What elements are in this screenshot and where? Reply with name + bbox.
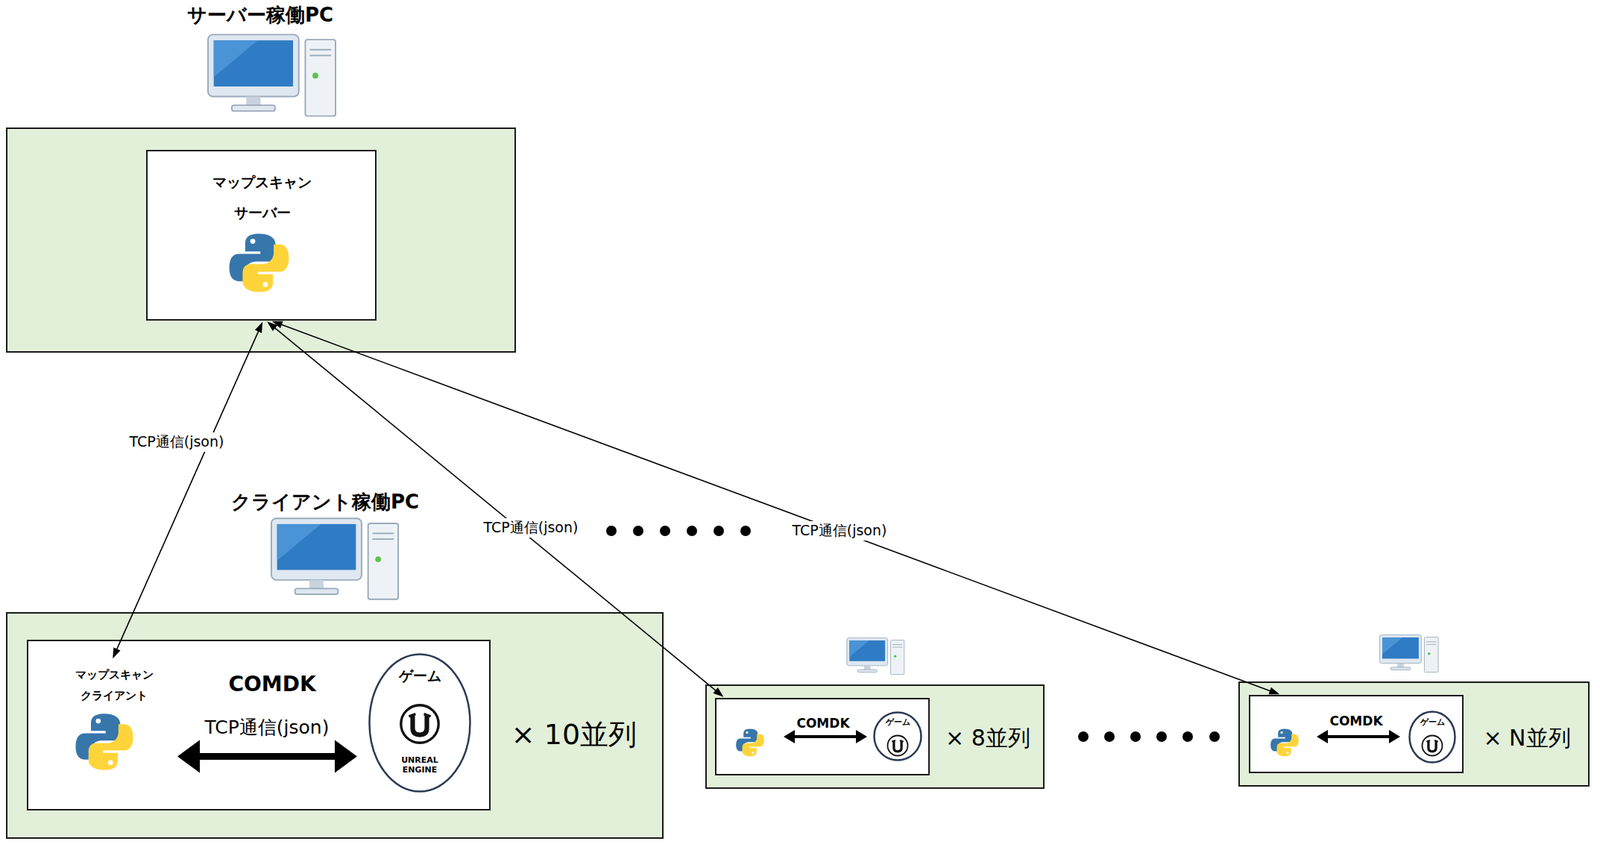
tcp-connector — [177, 739, 358, 773]
parallel-count: × 8並列 — [945, 724, 1031, 752]
tcp-connector — [272, 321, 1281, 695]
comdk-arrow — [783, 729, 868, 744]
edge-label: TCP通信(json) — [202, 715, 332, 740]
edge-label: TCP通信(json) — [790, 521, 890, 541]
node-label: マップスキャン サーバー — [204, 167, 321, 229]
tcp-connector — [112, 322, 263, 659]
unreal-logo — [401, 705, 439, 743]
node-label: COMDK — [1329, 713, 1383, 729]
edge-label: TCP通信(json) — [481, 518, 581, 538]
client-pc-icon — [271, 518, 399, 600]
client-pc-icon — [1379, 634, 1439, 672]
client-pc-region: クライアント稼働PC× 10並列COMDKマップスキャン クライアントゲームUN… — [5, 612, 664, 839]
python-logo — [75, 713, 133, 770]
client-pc-icon — [846, 637, 905, 674]
node-label: ゲーム — [398, 667, 442, 685]
region-heading: サーバー稼働PC — [187, 3, 334, 27]
comdk-arrow — [1316, 729, 1401, 744]
node-label: UNREAL ENGINE — [399, 755, 441, 775]
unreal-logo — [887, 735, 909, 757]
client-pc-region: × N並列 COMDK ゲーム — [1238, 681, 1590, 787]
server-pc-icon — [208, 34, 336, 116]
python-logo — [735, 729, 765, 757]
node-label: ゲーム — [1420, 717, 1445, 727]
node-label: COMDK — [228, 671, 316, 698]
client-pc-region: × 8並列 COMDK ゲーム — [705, 684, 1045, 789]
parallel-count: × 10並列 — [511, 717, 637, 753]
unreal-logo — [1422, 735, 1443, 757]
parallel-count: × N並列 — [1482, 724, 1571, 752]
comdk-box: COMDK ゲーム — [1248, 694, 1464, 774]
game-ellipse: ゲーム — [873, 711, 923, 762]
server-pc-region: サーバー稼働PCマップスキャン サーバー — [5, 127, 516, 353]
edge-label: TCP通信(json) — [127, 432, 227, 452]
node-label: マップスキャン クライアント — [71, 664, 157, 707]
python-logo — [1270, 729, 1299, 757]
ellipsis-dots — [606, 525, 751, 537]
node-label: ゲーム — [885, 717, 911, 727]
comdk-box: COMDK ゲーム — [715, 697, 930, 776]
game-ellipse: ゲーム UNREAL ENGINE — [368, 653, 472, 793]
node-label: COMDK — [796, 715, 850, 731]
ellipsis-dots — [1078, 731, 1220, 742]
python-logo — [229, 233, 290, 292]
client-app-node: マップスキャン クライアント — [65, 659, 163, 780]
server-app-box: マップスキャン サーバー — [146, 149, 377, 321]
region-heading: クライアント稼働PC — [231, 490, 420, 514]
tcp-connector — [266, 321, 724, 697]
game-ellipse: ゲーム — [1408, 710, 1457, 764]
